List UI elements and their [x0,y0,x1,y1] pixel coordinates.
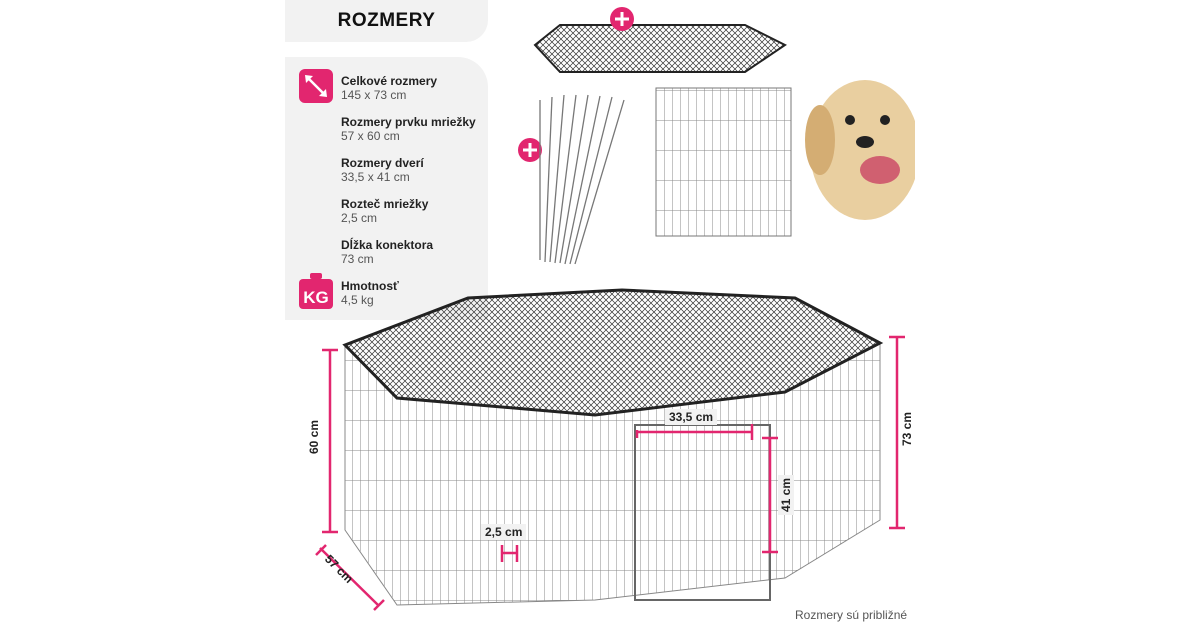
total-height-label: 73 cm [900,411,915,447]
svg-text:KG: KG [303,288,329,307]
door-height-label: 41 cm [778,474,795,516]
title-banner: ROZMERY [285,0,488,42]
mesh-spacing-label: 2,5 cm [481,524,527,540]
diagonal-arrow-icon [299,69,333,103]
door-width-label: 33,5 cm [665,409,718,425]
plus-icon [518,138,542,162]
approximate-note: Rozmery sú približné [795,608,908,622]
connector-stakes [539,94,625,265]
plus-icon [610,7,634,31]
net-cover [533,24,787,73]
weight-kg-icon: KG [299,273,333,309]
title: ROZMERY [337,10,436,31]
panel-height-label: 60 cm [307,419,322,455]
puppy-image [805,60,935,300]
playpen [342,288,884,606]
grid-panel [655,87,792,237]
dimension-lines [315,335,905,611]
